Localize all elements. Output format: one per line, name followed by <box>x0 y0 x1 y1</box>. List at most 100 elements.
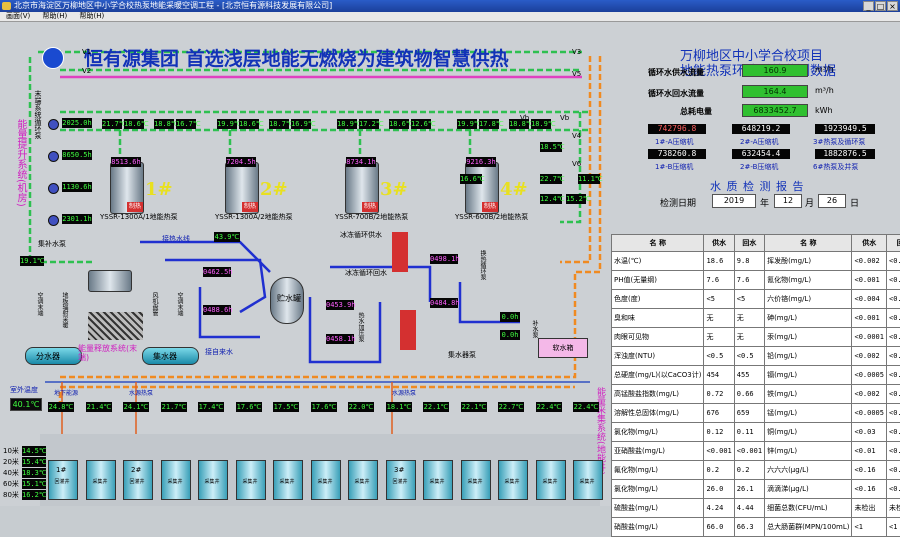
param-name: 色度(度) <box>612 290 704 309</box>
meter-6-value: 1882876.5 <box>815 149 875 159</box>
pump-name-2: 热水加压泵 <box>356 312 365 342</box>
param-value: 26.0 <box>704 480 734 499</box>
display-488: 0488.6h <box>203 305 231 315</box>
param-value: 659 <box>734 404 764 423</box>
unit-temp: 16.9℃ <box>291 119 311 129</box>
valve-v2: V2 <box>82 67 91 75</box>
display-453: 0453.9h <box>326 300 354 310</box>
param-name: 溶解性总固体(mg/L) <box>612 404 704 423</box>
well-sub-label: 采集井 <box>161 478 189 485</box>
param-value: 无 <box>734 309 764 328</box>
param-value: <0.004 <box>887 290 900 309</box>
col-name: 名 称 <box>612 235 704 252</box>
window-title: 北京市海淀区万柳地区中小学合校热泵地能采暖空调工程 - [北京恒有源科技发展有限… <box>14 0 332 12</box>
left-display-2: 8650.5h <box>62 150 92 160</box>
maximize-button[interactable]: □ <box>875 1 886 11</box>
unit-temp: 19.9℃ <box>457 119 477 129</box>
end-label-1: 空调末端 <box>35 292 44 316</box>
param-name: 高锰酸盐指数(mg/L) <box>612 385 704 404</box>
unit-hours: 8513.6h <box>111 157 141 167</box>
soft-water-tank: 软水箱 <box>538 338 588 358</box>
well-group-label: 水源热泵 <box>129 388 153 397</box>
depth-label: 10米 <box>3 446 19 456</box>
display-458: 0458.1h <box>326 334 354 344</box>
param-name: 总大肠菌群(MPN/100mL) <box>765 518 852 537</box>
param-name: PH值(无量纲) <box>612 271 704 290</box>
circulation-pump-1[interactable] <box>48 119 59 130</box>
menu-item-view[interactable]: 画面(V) <box>6 12 30 20</box>
table-row: 高锰酸盐指数(mg/L)0.720.66铁(mg/L)<0.002<0.002 <box>612 385 900 404</box>
table-row: 氯化物(mg/L)0.120.11铜(mg/L)<0.03<0.03 <box>612 423 900 442</box>
meter-1b-label: 1#-B压缩机 <box>655 162 693 172</box>
right-disp-1: 18.5℃ <box>540 142 562 152</box>
param-value: <0.0005 <box>852 404 887 423</box>
valve-vb1: Vb <box>520 114 529 122</box>
menu-item-help-2[interactable]: 帮助(H) <box>79 12 104 20</box>
param-name: 锌(mg/L) <box>765 442 852 461</box>
depth-label: 60米 <box>3 479 19 489</box>
param-value: <0.03 <box>887 423 900 442</box>
circulation-pump-3[interactable] <box>48 183 59 194</box>
return-flow-value: 164.4 <box>742 85 808 98</box>
unit-temp: 17.8℃ <box>479 119 499 129</box>
depth-label: 40米 <box>3 468 19 478</box>
test-month: 12 <box>774 194 802 208</box>
circulation-pump-4[interactable] <box>48 215 59 226</box>
depth-label: 20米 <box>3 457 19 467</box>
param-value: 0.2 <box>734 461 764 480</box>
unit-mode: 制热 <box>362 202 378 212</box>
param-value: <0.5 <box>704 347 734 366</box>
param-value: <0.004 <box>852 290 887 309</box>
param-value: <0.0001 <box>887 328 900 347</box>
well-type: 1# <box>56 466 66 474</box>
param-value: 7.6 <box>704 271 734 290</box>
close-button[interactable]: × <box>887 1 898 11</box>
end-system-label: 能量释放系统(末端) <box>78 344 148 362</box>
param-value: 676 <box>704 404 734 423</box>
unit-temp: 18.9℃ <box>337 119 357 129</box>
param-value: <0.002 <box>887 252 900 271</box>
pipe-temp: 19.1℃ <box>20 256 44 266</box>
param-name: 六六六(μg/L) <box>765 461 852 480</box>
collector-label: 集水器 <box>153 351 177 362</box>
well-temp: 22.1℃ <box>461 402 487 412</box>
param-value: <0.0005 <box>887 404 900 423</box>
meter-2a-value: 648219.2 <box>732 124 790 134</box>
param-value: 0.12 <box>704 423 734 442</box>
minimize-button[interactable]: _ <box>863 1 874 11</box>
valve-v5: V5 <box>572 70 581 78</box>
heat-exchanger-1 <box>392 232 408 272</box>
test-year: 2019 <box>712 194 756 208</box>
well-sub-label: 采集井 <box>536 478 564 485</box>
right-disp-4: 12.4℃ <box>540 194 562 204</box>
month-unit: 月 <box>805 196 814 209</box>
circulation-pump-2[interactable] <box>48 151 59 162</box>
unit-number: 1# <box>145 179 173 200</box>
param-value: <0.001 <box>704 442 734 461</box>
param-value: 无 <box>734 328 764 347</box>
table-row: 浑浊度(NTU)<0.5<0.5铅(mg/L)<0.002<0.002 <box>612 347 900 366</box>
well-sub-label: 回灌井 <box>123 478 151 485</box>
outdoor-temp-value: 40.1℃ <box>10 398 42 411</box>
unit-mode: 制热 <box>482 202 498 212</box>
distributor-tank: 分水器 <box>25 347 82 365</box>
well-temp: 18.1℃ <box>386 402 412 412</box>
test-date-label: 检测日期 <box>660 196 696 209</box>
valve-v1: V1 <box>82 48 91 56</box>
well-sub-label: 采集井 <box>498 478 526 485</box>
param-value: 0.72 <box>704 385 734 404</box>
well-sub-label: 采集井 <box>311 478 339 485</box>
well-temp: 22.4℃ <box>573 402 599 412</box>
param-value: <0.002 <box>852 347 887 366</box>
floor-radiant-panel <box>88 312 143 340</box>
heat-exchanger-2 <box>400 310 416 350</box>
col-supply-2: 供水 <box>852 235 887 252</box>
param-name: 镉(mg/L) <box>765 366 852 385</box>
param-value: <0.001 <box>887 271 900 290</box>
menu-item-help[interactable]: 帮助(H) <box>43 12 68 20</box>
outdoor-temp-label: 室外温度 <box>10 385 38 395</box>
well-sub-label: 回灌井 <box>48 478 76 485</box>
